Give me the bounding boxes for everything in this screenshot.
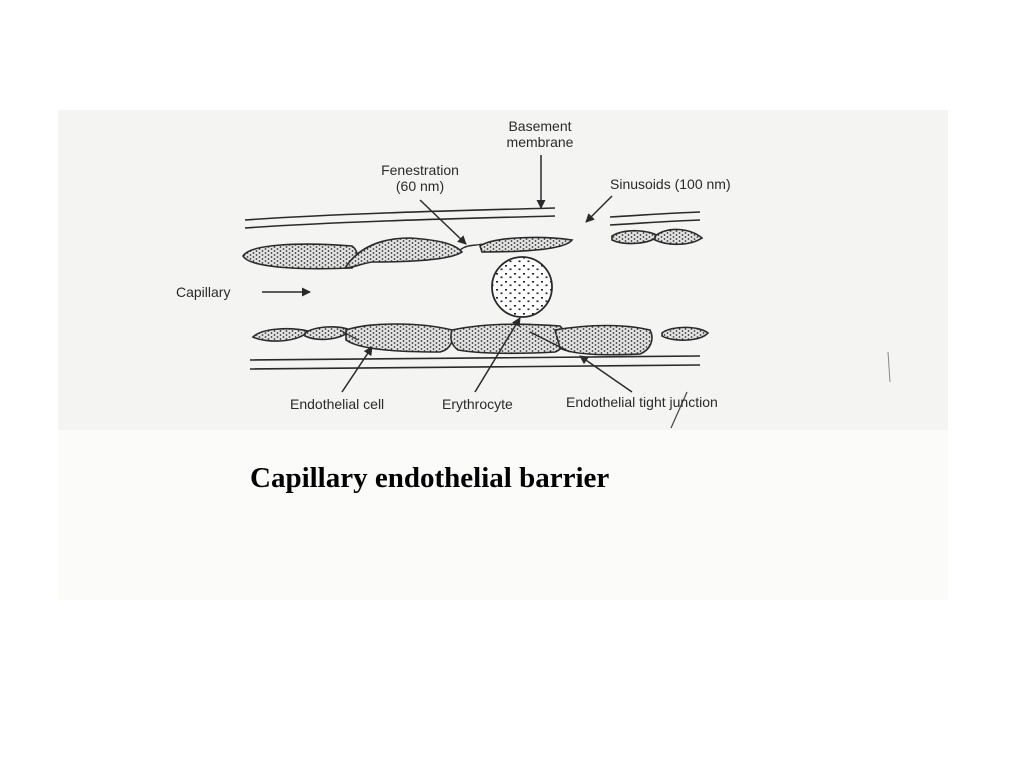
scan-shadow	[58, 430, 948, 600]
scan-mark	[670, 391, 688, 429]
basement-membrane-top-inner	[244, 215, 556, 229]
arrow-sinusoids	[585, 195, 613, 223]
label-basement-membrane-line1: Basement	[508, 118, 572, 134]
endothelial-cell	[553, 324, 653, 356]
tight-junction	[529, 331, 571, 353]
basement-membrane-top-outer	[244, 207, 556, 221]
slide-caption: Capillary endothelial barrier	[250, 462, 610, 494]
sinusoid-membrane-outer	[609, 211, 701, 218]
label-tight-junction: Endothelial tight junction	[566, 394, 718, 410]
basement-membrane-bottom-inner	[249, 355, 701, 361]
label-basement-membrane-line2: membrane	[506, 134, 574, 150]
arrow-erythrocyte	[474, 317, 521, 393]
arrow-tight-junction	[579, 355, 633, 393]
sinusoid-membrane-inner	[609, 219, 701, 226]
label-sinusoids: Sinusoids (100 nm)	[610, 176, 731, 192]
endothelial-cell	[661, 326, 710, 341]
label-capillary: Capillary	[176, 284, 231, 300]
label-erythrocyte: Erythrocyte	[442, 396, 513, 412]
label-fenestration-line1: Fenestration	[381, 162, 459, 178]
endothelial-cell	[343, 237, 464, 269]
label-basement-membrane: Basement membrane	[490, 118, 590, 150]
tight-junction	[339, 329, 359, 341]
erythrocyte-cell	[491, 256, 553, 318]
label-endothelial-cell: Endothelial cell	[290, 396, 385, 412]
endothelial-cell	[479, 236, 574, 253]
endothelial-cell	[654, 228, 704, 246]
fenestration-gap	[459, 243, 483, 251]
label-fenestration: Fenestration (60 nm)	[365, 162, 475, 194]
scan-mark	[887, 351, 891, 383]
arrow-fenestration	[419, 199, 467, 245]
basement-membrane-bottom-outer	[249, 364, 701, 370]
endothelial-cell	[345, 323, 454, 353]
arrow-endothelial-cell	[341, 346, 373, 393]
endothelial-cell	[242, 243, 359, 270]
label-fenestration-line2: (60 nm)	[395, 178, 445, 194]
